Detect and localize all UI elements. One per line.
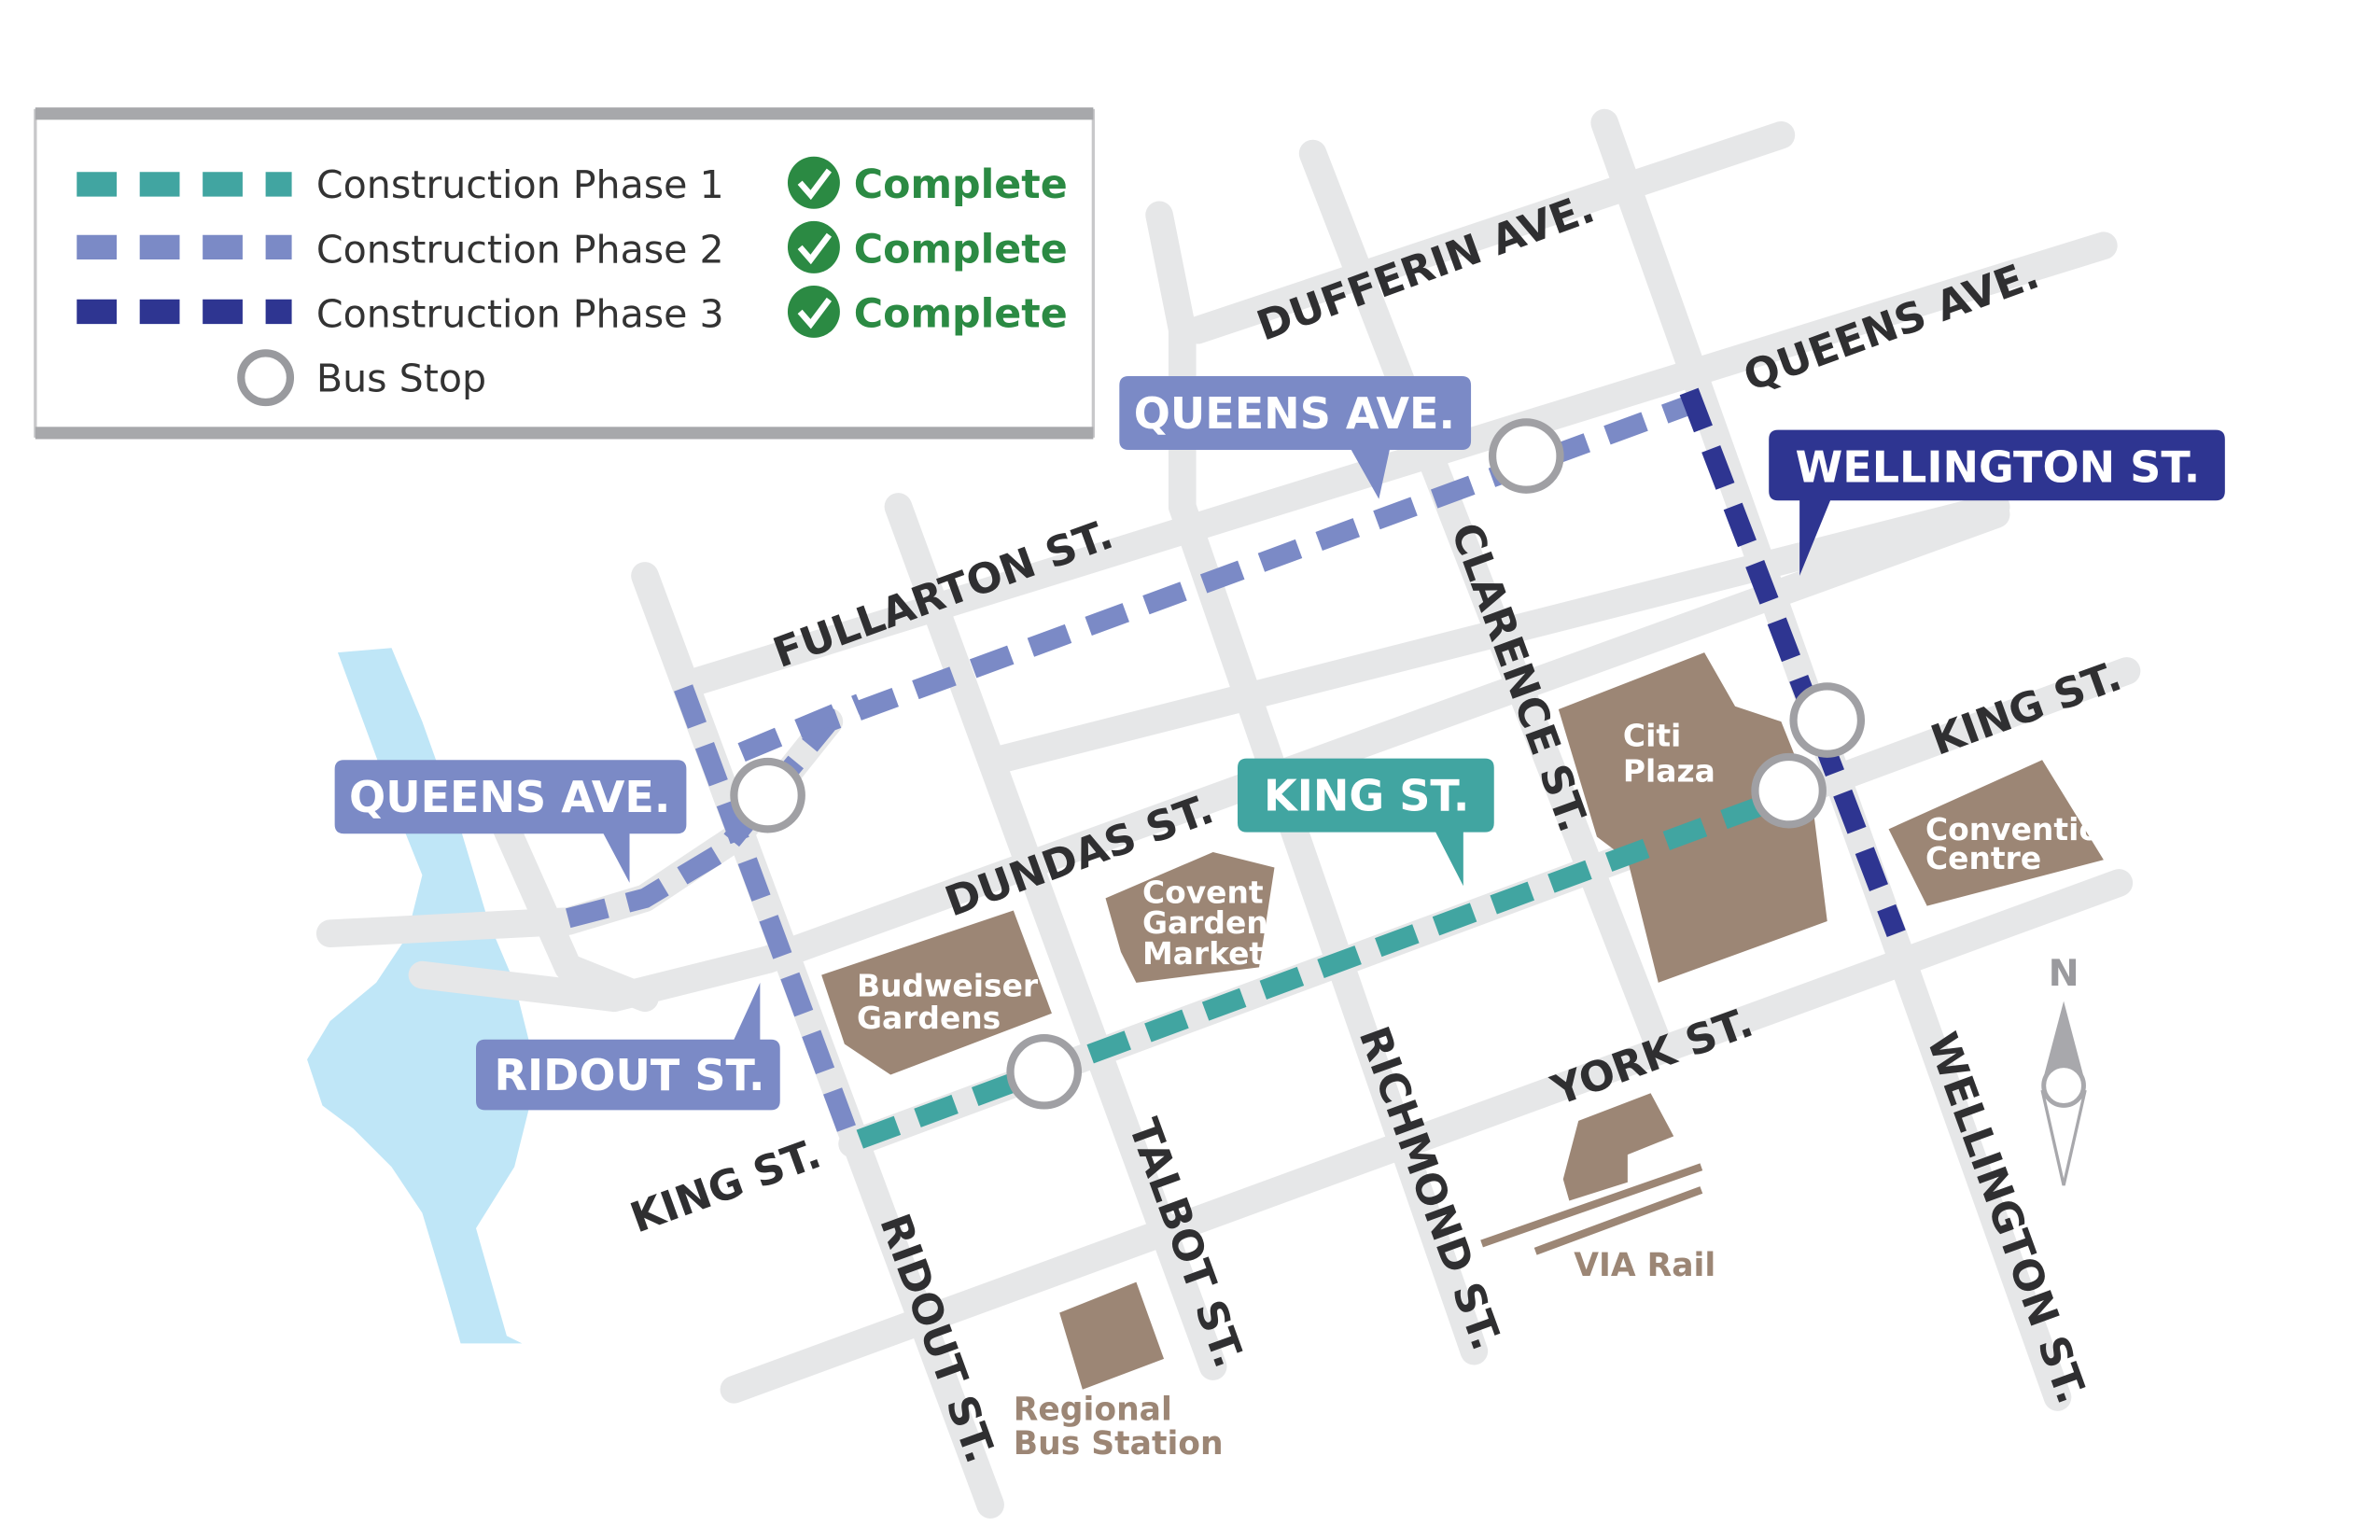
callout-ridout: RIDOUT ST. [476,982,780,1111]
bus-stop[interactable] [730,757,805,833]
callout-label: KING ST. [1264,771,1469,821]
legend-item-phase3: Construction Phase 3 Complete [77,285,1068,338]
north-arrow: N [2040,952,2087,1186]
callout-queens-top: QUEENS AVE. [1119,376,1472,499]
status-complete: Complete [854,161,1068,208]
callout-label: WELLINGTON ST. [1795,442,2200,493]
bus-stops [730,418,1866,1110]
status-complete: Complete [854,290,1068,337]
river [307,648,538,1344]
phase3-route-wellington [1679,387,1906,938]
bus-stop[interactable] [1751,752,1827,829]
callout-label: QUEENS AVE. [1134,388,1455,439]
bus-stop[interactable] [1488,418,1564,494]
via-rail-label: VIA Rail [1574,1247,1715,1284]
check-circle-icon [787,156,840,209]
phase2-route-ridout [674,684,862,1148]
callout-king: KING ST. [1238,758,1494,887]
check-circle-icon [787,285,840,338]
street-label-king-west: KING ST. [624,1130,827,1243]
legend-item-phase2: Construction Phase 2 Complete [77,220,1068,273]
callout-label: RIDOUT ST. [495,1050,765,1100]
phase1-route-king [856,789,1785,1149]
callout-queens-left: QUEENS AVE. [334,760,687,883]
street-label-queens: QUEENS AVE. [1738,250,2045,400]
legend-label: Construction Phase 1 [316,162,724,207]
check-circle-icon [787,220,840,273]
legend-item-bus-stop: Bus Stop [237,349,486,407]
street-label-richmond: RICHMOND ST. [1350,1020,1511,1356]
street-label-dufferin: DUFFERIN AVE. [1251,185,1601,351]
legend-label: Construction Phase 3 [316,291,724,336]
bus-stop[interactable] [1789,682,1866,758]
legend-label: Bus Stop [316,356,486,400]
callout-wellington: WELLINGTON ST. [1769,429,2225,576]
legend: Construction Phase 1 Complete Constructi… [34,107,1095,440]
callout-label: QUEENS AVE. [349,772,670,822]
street-label-king-east: KING ST. [1925,652,2128,765]
bus-stop[interactable] [1006,1033,1083,1110]
status-complete: Complete [854,226,1068,273]
phase2-route-queens-branch [737,693,864,762]
compass-n-label: N [2049,952,2079,995]
legend-item-phase1: Construction Phase 1 Complete [77,156,1068,209]
bus-stop-icon [237,349,295,407]
legend-label: Construction Phase 2 [316,227,724,272]
phase2-route-queens [566,392,1701,929]
